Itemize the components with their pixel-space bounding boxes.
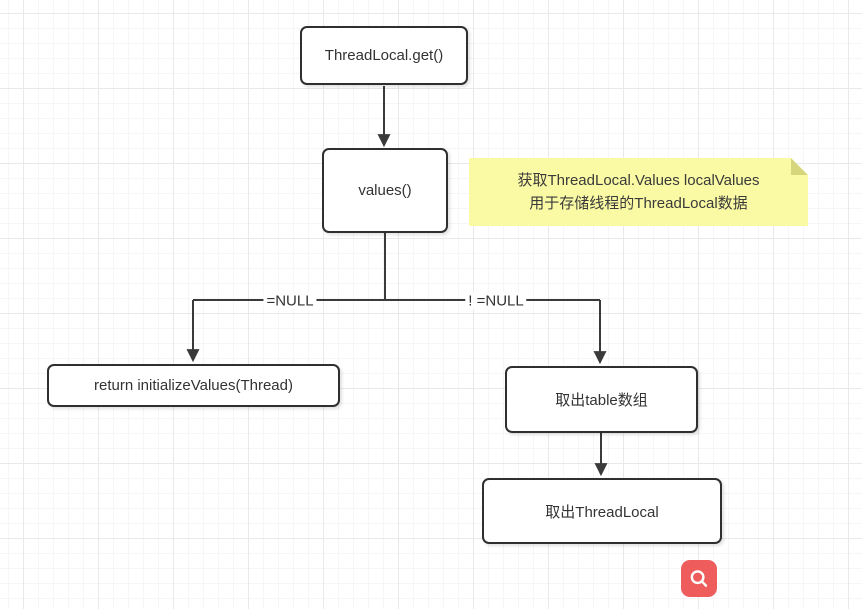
node-take-table-array-label: 取出table数组 [555,392,648,409]
zoom-preview-button[interactable] [681,560,717,597]
node-return-initialize-values: return initializeValues(Thread) [47,364,340,407]
node-take-table-array: 取出table数组 [505,366,698,433]
node-take-threadlocal: 取出ThreadLocal [482,478,722,544]
node-return-initialize-values-label: return initializeValues(Thread) [94,377,293,394]
node-threadlocal-get: ThreadLocal.get() [300,26,468,85]
magnifier-icon [688,568,710,590]
node-values: values() [322,148,448,233]
node-take-threadlocal-label: 取出ThreadLocal [545,503,659,521]
sticky-note-line-1: 获取ThreadLocal.Values localValues [517,171,760,189]
edge-label-not-null: ! =NULL [465,292,527,310]
node-values-label: values() [358,182,412,199]
sticky-note-line-2: 用于存储线程的ThreadLocal数据 [529,195,748,212]
sticky-note: 获取ThreadLocal.Values localValues 用于存储线程的… [469,158,808,226]
edge-label-null: =NULL [263,292,317,310]
node-threadlocal-get-label: ThreadLocal.get() [324,47,444,64]
